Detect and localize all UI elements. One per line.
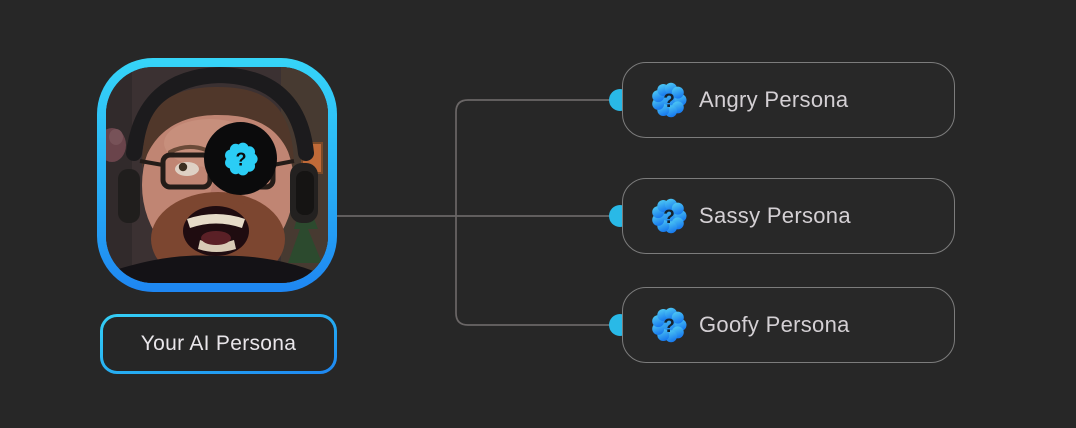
question-seal-icon: ? xyxy=(652,198,687,234)
screaming-man-photo xyxy=(106,67,328,283)
question-seal-icon: ? xyxy=(652,307,687,343)
persona-card-label: Sassy Persona xyxy=(699,203,851,228)
persona-card-label: Angry Persona xyxy=(699,87,849,112)
persona-card-label: Goofy Persona xyxy=(699,312,850,337)
question-seal-icon: ? xyxy=(224,142,258,175)
persona-card-goofy[interactable]: ? Goofy Persona xyxy=(622,287,955,363)
svg-text:?: ? xyxy=(663,207,675,228)
question-badge: ? xyxy=(204,122,277,195)
source-avatar-node[interactable]: ? xyxy=(97,58,337,292)
source-caption: Your AI Persona xyxy=(100,314,337,374)
svg-text:?: ? xyxy=(235,149,246,169)
svg-text:?: ? xyxy=(663,91,675,112)
question-seal-icon: ? xyxy=(652,82,687,118)
persona-card-angry[interactable]: ? Angry Persona xyxy=(622,62,955,138)
persona-card-sassy[interactable]: ? Sassy Persona xyxy=(622,178,955,254)
source-caption-inner: Your AI Persona xyxy=(103,317,334,371)
source-caption-label: Your AI Persona xyxy=(140,332,297,355)
svg-text:?: ? xyxy=(663,316,675,337)
